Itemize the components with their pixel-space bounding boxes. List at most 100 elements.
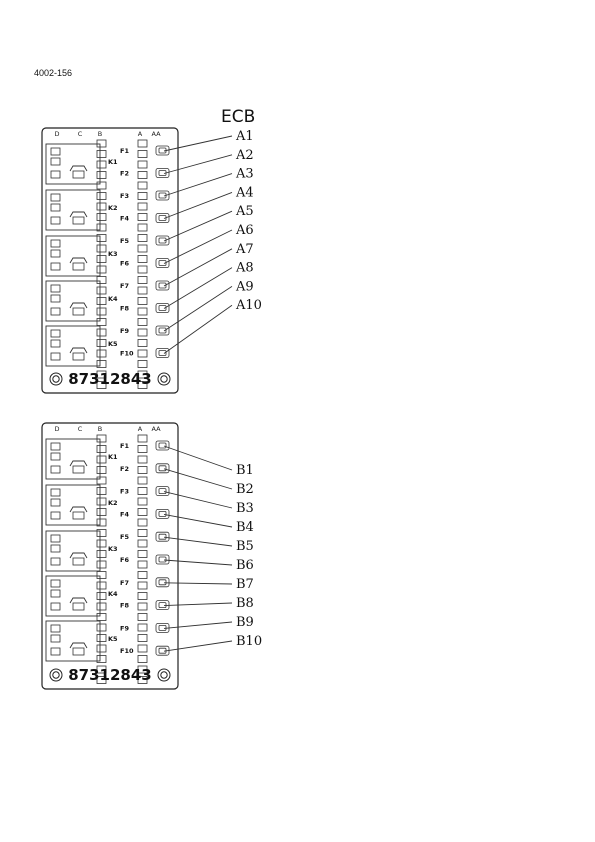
relay-terminal [50,193,61,202]
relay-slot [96,171,107,179]
fuse-slot [137,234,148,242]
relay-block [45,280,101,322]
fuse-slot [137,318,148,326]
relay-slot [96,592,107,600]
fuse-slot [137,676,148,684]
relay-terminal [50,488,61,497]
fuse-slot [137,434,148,443]
callout-label: B5 [236,539,254,554]
relay-terminal [50,284,61,293]
relay-terminal-cap [69,506,88,513]
fuse-slot [137,508,148,516]
callout-label: B2 [236,482,254,497]
fuse-holder-inner [158,305,167,311]
relay-terminal [50,147,61,156]
leader-line [163,445,233,471]
callout-label: A4 [235,185,254,200]
column-label: D [54,130,59,138]
relay-slot [96,360,107,368]
relay-slot [96,318,107,326]
relay-slot [96,445,107,453]
relay-terminal [50,579,61,588]
relay-slot [96,349,107,358]
fuse-slot [137,623,148,632]
relay-terminal [50,602,61,611]
relay-terminal [50,352,61,361]
relay-slot [96,476,107,485]
relay-terminal [50,544,61,553]
fuse-label: F10 [120,350,134,358]
leader-line [163,191,233,219]
relay-terminal [50,442,61,451]
fuse-slot [137,276,148,284]
relay-slot [96,370,107,379]
fuse-slot [137,539,148,548]
leader-line [163,582,233,585]
relay-slot [96,581,107,590]
callout-label: B4 [236,520,254,535]
relay-terminal-cap [69,460,88,467]
relay-terminal [50,511,61,520]
callout-label: B1 [236,463,254,478]
fuse-slot [137,497,148,506]
relay-block [45,189,101,231]
leader-line [163,468,233,490]
callout-label: A1 [235,129,254,144]
fuse-slot [137,581,148,590]
fuse-holder-inner [158,442,167,449]
relay-slot [96,192,107,200]
relay-terminal [72,465,85,474]
relay-block [45,325,101,367]
relay-terminal [50,339,61,348]
fuse-slot [137,192,148,200]
relay-terminal-cap [69,302,88,309]
column-label: A [138,425,143,433]
relay-terminal [50,239,61,248]
fuse-slot [137,518,148,527]
relay-slot [96,529,107,537]
relay-label: K5 [108,340,118,348]
leader-line [163,304,233,354]
relay-slot [96,623,107,632]
relay-terminal [50,294,61,303]
fuse-holder-inner [158,510,167,517]
relay-label: K4 [108,295,118,303]
fuse-label: F6 [120,260,129,268]
relay-label: K3 [108,250,118,258]
mounting-hole [157,372,171,386]
leader-line [163,267,233,309]
callout-label: A6 [235,223,254,238]
relay-terminal [50,534,61,543]
relay-block [45,620,101,662]
fuse-label: F2 [120,170,129,178]
fuse-slot [137,328,148,337]
fuse-slot [137,181,148,190]
fuse-slot [137,213,148,221]
relay-terminal [72,262,85,271]
relay-slot [96,644,107,653]
relay-slot [96,160,107,169]
fuse-label: F1 [120,147,129,155]
relay-slot [96,518,107,527]
relay-block [45,575,101,617]
relay-terminal-cap [69,552,88,559]
relay-slot [96,497,107,506]
relay-terminal [50,170,61,179]
fuse-slot [137,560,148,569]
relay-terminal [50,498,61,507]
fuse-slot [137,381,148,389]
callout-label: A10 [235,298,262,313]
relay-block [45,530,101,572]
relay-terminal-cap [69,165,88,172]
fuse-slot [137,202,148,211]
relay-terminal [50,589,61,598]
fuse-slot [137,370,148,379]
fuse-slot [137,150,148,158]
fuse-label: F5 [120,533,129,541]
relay-slot [96,634,107,642]
mounting-hole-inner [160,375,168,383]
mounting-hole-inner [160,671,168,679]
figure-code: 4002-156 [34,68,73,78]
fuse-slot [137,360,148,368]
leader-line [163,135,233,152]
